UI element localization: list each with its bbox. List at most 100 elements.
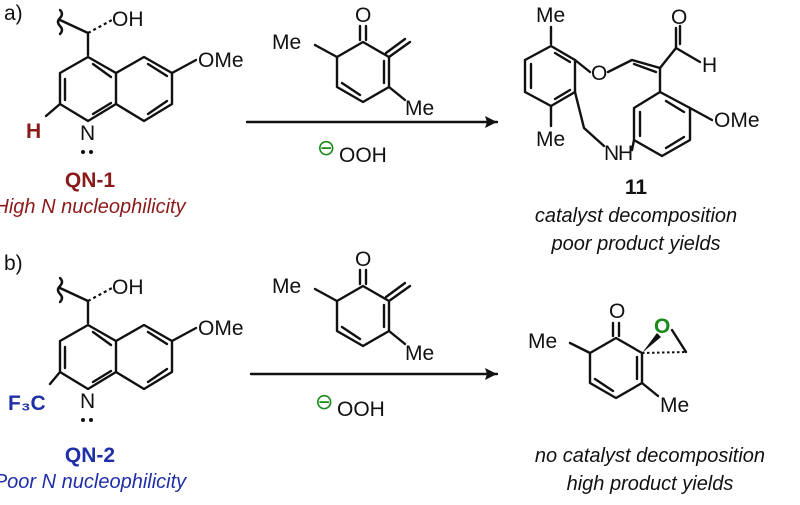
benzo-ring [114,323,174,391]
qm-reagent-b: O Me Me [272,248,434,365]
arrowhead [485,116,497,128]
product-11-structure: Me Me O O H OMe N H [523,4,760,165]
lone-pair-dot [81,150,85,154]
lone-pair-dot [81,418,85,422]
arrowhead [485,368,497,380]
inner-bonds [63,330,113,384]
me-bond [313,43,339,59]
oxidant-b-label: OOH [337,398,385,421]
epox-o-ketone: O [609,300,625,323]
qn2-name: QN-2 [65,444,115,467]
inner-bonds [146,62,169,116]
panel-a-tag: a) [4,2,23,25]
inner-bonds [529,51,572,101]
p11-me-bottom: Me [536,128,565,151]
product-11-note2: poor product yields [551,233,721,255]
inner-bonds [63,62,113,116]
carbonyl [611,321,621,338]
qn2-n-label: N [80,390,95,413]
epox-note2: high product yields [567,473,734,495]
aldehyde [658,24,682,70]
pyridine-ring [58,55,118,123]
qn1-name: QN-1 [65,169,115,192]
hashed-bond [641,351,687,354]
lone-pair-dot [89,150,93,154]
inner-bonds [146,330,169,384]
panel-b-tag: b) [4,252,23,275]
p11-aldehyde-h: H [702,54,717,77]
p11-me-top: Me [536,4,565,27]
oxidant-a-charge: ⊖ [317,136,335,161]
panel-b: b) OH OMe F₃C N QN-2 Poor N nucleophilic… [0,248,765,495]
qm-ring [335,284,391,348]
wavy-bond [56,276,64,304]
me-bond [387,329,407,346]
qn1-h-substituent: H [26,120,41,143]
ome-bond [170,58,198,75]
product-11-number: 11 [625,176,648,199]
carbonyl [358,268,368,286]
qm-ring [335,40,391,104]
h-bond [44,102,62,118]
qm-b-me-right: Me [405,342,434,365]
hashed-bond [87,287,113,302]
epoxide-product-structure: O Me Me O [528,300,689,417]
p11-aldehyde-o: O [671,6,687,29]
ch2-bond [573,90,606,148]
enol-ether [606,58,662,74]
qm-a-me-right: Me [405,97,434,120]
oxidant-b-charge: ⊖ [315,390,333,415]
wavy-bond [56,8,64,36]
qn1-n-label: N [80,122,95,145]
cf3-bond [48,370,62,386]
benzo-ring [114,55,174,123]
lone-pair-dot [89,418,93,422]
qn1-property: High N nucleophilicity [0,196,187,218]
oxidant-a-label: OOH [339,144,387,167]
bond [58,286,90,303]
qn2-property: Poor N nucleophilicity [0,471,187,493]
epox-o-epoxide: O [654,315,670,338]
exo-methylene [384,281,412,303]
epox-me-right: Me [660,394,689,417]
qn2-oh-label: OH [112,276,144,299]
p11-ome: OMe [714,109,760,132]
qn2-cf3-substituent: F₃C [8,392,46,415]
qn2-structure: OH OMe F₃C N [8,276,244,422]
inner-bonds [638,99,686,150]
inner-bonds [593,355,639,393]
qn2-ome-label: OMe [198,317,244,340]
pyridine-ring [58,323,118,391]
dienone-ring [588,336,644,400]
ome-bond [170,326,198,343]
epoxide-bond [670,328,688,354]
benzene-ring [523,44,577,108]
wedge-bond [642,333,661,353]
qn1-structure: OH OMe H N [26,8,244,154]
exo-methylene [384,37,412,59]
product-11-note1: catalyst decomposition [535,205,737,227]
qm-b-me-left: Me [272,275,301,298]
inner-bonds [340,59,386,97]
carbonyl [358,24,368,42]
epox-note1: no catalyst decomposition [535,445,765,467]
qm-b-o-label: O [355,248,371,271]
qn1-ome-label: OMe [198,49,244,72]
bond [58,18,90,35]
me-bond [568,341,592,355]
hashed-bond [87,19,113,34]
me-bond [313,287,339,303]
bond [674,46,702,64]
me-bond [640,381,660,398]
p11-nh-h: H [618,142,633,165]
aryl-ring [632,90,692,158]
panel-a: a) OH OMe H N QN-1 High N nucleophilicit… [0,2,760,255]
p11-n-label: N [604,142,619,165]
bond [630,138,636,152]
qm-a-o-label: O [355,4,371,27]
bond [573,58,592,74]
qn1-oh-label: OH [112,8,144,31]
p11-o-label: O [591,62,607,85]
qm-reagent-a: O Me Me [272,4,434,120]
